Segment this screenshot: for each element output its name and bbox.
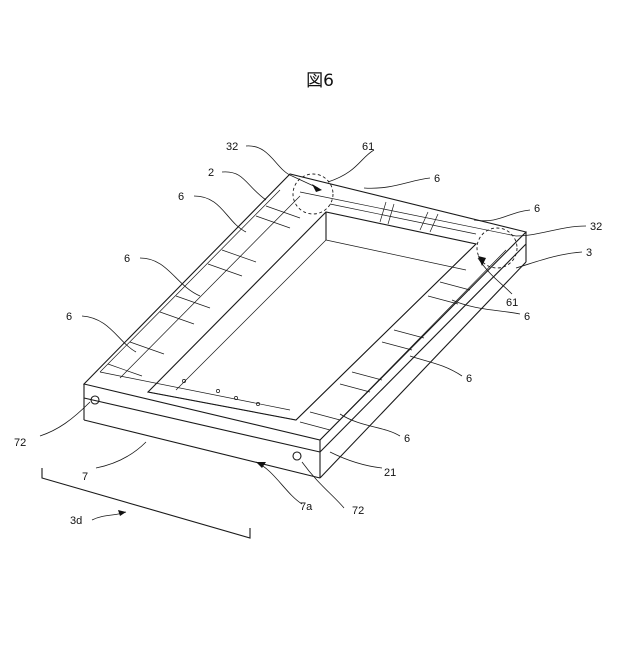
mount-hole-right	[293, 452, 301, 460]
label-6-right-1: 6	[524, 311, 530, 323]
figure-title: 図6	[0, 66, 640, 91]
label-32-left: 32	[226, 141, 238, 153]
reference-labels: 32 61 2 6 6 6 32 3 6 61 6 6 6 6 72 7 21 …	[14, 141, 602, 527]
leader-lines	[40, 146, 586, 520]
label-72-left: 72	[14, 437, 26, 449]
label-3d: 3d	[70, 515, 82, 527]
left-rail-modules	[100, 190, 300, 378]
label-7: 7	[82, 471, 88, 483]
label-6-left-2: 6	[124, 253, 130, 265]
label-6-top-right: 6	[434, 173, 440, 185]
right-rail-modules	[296, 244, 506, 440]
label-6-right-2: 6	[466, 373, 472, 385]
label-72-right: 72	[352, 505, 364, 517]
label-2: 2	[208, 167, 214, 179]
bracket-3d	[42, 468, 250, 538]
tray-outline	[84, 174, 526, 478]
label-32-right: 32	[590, 221, 602, 233]
label-6-left-3: 6	[66, 311, 72, 323]
label-6-right-3: 6	[404, 433, 410, 445]
label-6-back-right: 6	[534, 203, 540, 215]
label-6-left-1: 6	[178, 191, 184, 203]
label-61-right: 61	[506, 297, 518, 309]
label-21: 21	[384, 467, 396, 479]
label-3: 3	[586, 247, 592, 259]
label-61-top: 61	[362, 141, 374, 153]
label-7a: 7a	[300, 501, 313, 513]
